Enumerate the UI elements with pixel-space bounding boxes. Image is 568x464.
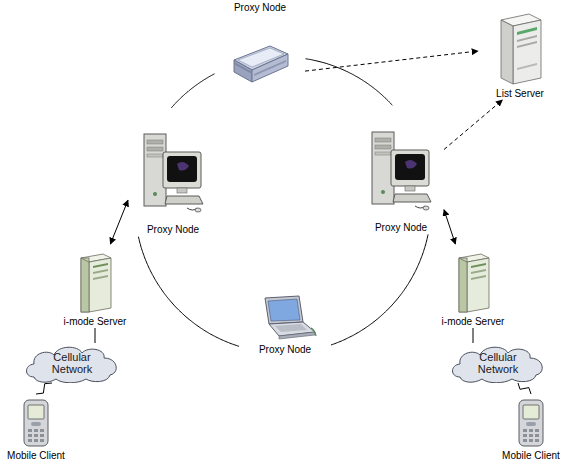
connector [473,328,474,343]
dashed-arrow [305,51,478,71]
server-icon [75,252,115,314]
imode-server: i-mode Server [418,244,528,328]
connector [171,74,214,108]
laptop-icon [253,294,317,342]
connector [36,383,52,394]
node-label: Proxy Node [234,2,286,14]
cellular-network: Cellular Network [22,343,122,383]
list-server-icon [495,12,545,86]
phone-icon [22,398,50,448]
node-label: Proxy Node [147,224,199,236]
proxy-node: Proxy Node [128,108,218,236]
mobile-client: Mobile Client [496,394,566,462]
proxy-node: Proxy Node [215,2,305,98]
phone-icon [517,398,545,448]
connector [110,200,128,244]
server-icon [453,252,493,314]
node-label: Cellular Network [41,351,103,375]
cellular-network: Cellular Network [448,343,548,383]
dashed-arrow [444,100,502,150]
mobile-client: Mobile Client [0,394,72,462]
imode-server: i-mode Server [40,244,150,328]
connector [331,234,428,345]
pc-icon [369,128,433,220]
proxy-node: Proxy Node [240,282,330,356]
node-label: Proxy Node [375,222,427,234]
scanner-icon [228,40,292,88]
node-label: Mobile Client [7,450,65,462]
node-label: Proxy Node [259,344,311,356]
node-label: i-mode Server [442,316,505,328]
list-server: List Server [478,2,562,100]
node-label: i-mode Server [64,316,127,328]
connector [518,383,531,394]
connector [95,328,96,343]
node-label: Mobile Client [502,450,560,462]
node-label: Cellular Network [467,351,529,375]
node-label: List Server [496,88,544,100]
connector [138,237,239,347]
connector [444,210,455,244]
proxy-node: Proxy Node [358,106,444,234]
connector [306,59,393,106]
pc-icon [141,130,205,222]
